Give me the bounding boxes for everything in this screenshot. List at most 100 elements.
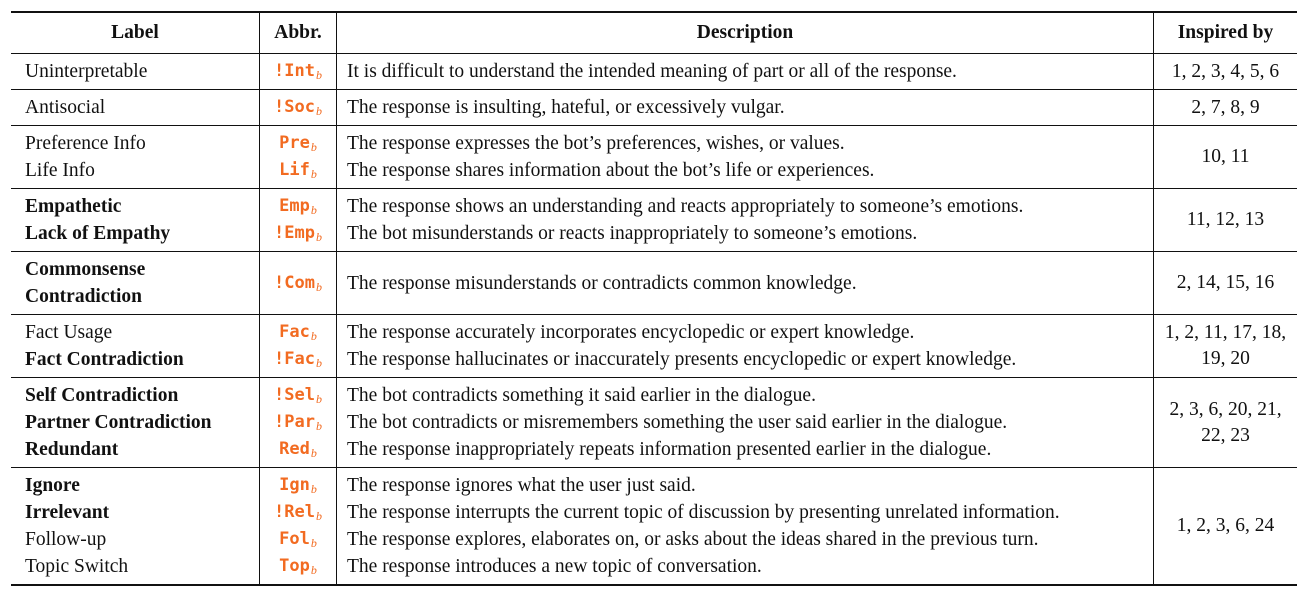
inspired-by-refs: 19, 20	[1201, 348, 1250, 369]
abbr-subscript: b	[315, 230, 322, 244]
abbr-code: !Sel	[274, 385, 315, 405]
row-abbr: !Socb	[260, 94, 336, 121]
abbr-subscript: b	[315, 419, 322, 433]
inspired-by-cell: 10, 11	[1153, 125, 1297, 189]
inspired-by-cell: 2, 14, 15, 16	[1153, 251, 1297, 315]
abbr-code: Lif	[279, 160, 310, 180]
abbr-code: Fac	[279, 322, 310, 342]
row-label: Redundant	[25, 439, 119, 460]
row-abbr: !Facb	[260, 346, 336, 373]
behavior-label-table: Label Abbr. Description Inspired by Unin…	[11, 11, 1297, 586]
table-row: Antisocial !Socb The response is insulting…	[11, 89, 1297, 126]
abbr-subscript: b	[315, 279, 322, 294]
abbr-cell: !Socb	[259, 89, 337, 126]
abbr-code: Top	[279, 556, 310, 576]
row-description: The response explores, elaborates on, or…	[347, 529, 1039, 550]
label-cell: Uninterpretable	[11, 53, 260, 90]
row-label: Empathetic	[25, 196, 122, 217]
row-description: The response interrupts the current topi…	[347, 502, 1060, 523]
abbr-subscript: b	[315, 509, 322, 523]
row-abbr: Facb	[260, 319, 336, 346]
header-label: Label	[11, 11, 260, 54]
row-label: Antisocial	[25, 97, 106, 118]
inspired-by-cell: 2, 7, 8, 9	[1153, 89, 1297, 126]
inspired-by-refs: 22, 23	[1201, 424, 1250, 446]
row-description: The bot contradicts or misremembers some…	[347, 412, 1008, 433]
row-description: The response expresses the bot’s prefere…	[347, 133, 845, 154]
inspired-by-refs: 1, 2, 3, 6, 24	[1176, 515, 1275, 536]
row-abbr: !Parb	[260, 409, 336, 436]
abbr-cell: !Comb	[259, 251, 337, 315]
row-label: Preference Info	[25, 133, 146, 154]
abbr-code: Red	[279, 439, 310, 459]
abbr-subscript: b	[310, 482, 317, 496]
abbr-code: !Emp	[274, 223, 315, 243]
row-label: Irrelevant	[25, 502, 110, 523]
inspired-by-cell: 1, 2, 11, 17, 18,19, 20	[1153, 314, 1297, 378]
row-description: The response inappropriately repeats inf…	[347, 439, 992, 460]
row-label: Follow-up	[25, 529, 107, 550]
row-label: Uninterpretable	[25, 61, 148, 82]
header-inspired-by: Inspired by	[1153, 11, 1297, 54]
abbr-cell: !Intb	[259, 53, 337, 90]
inspired-by-refs: 2, 7, 8, 9	[1191, 96, 1260, 118]
inspired-by-cell: 2, 3, 6, 20, 21,22, 23	[1153, 377, 1297, 468]
abbr-subscript: b	[310, 446, 317, 460]
description-cell: The response accurately incorporates enc…	[336, 314, 1154, 378]
abbr-subscript: b	[315, 68, 322, 82]
row-label: Partner Contradiction	[25, 412, 212, 433]
abbr-subscript: b	[310, 203, 317, 217]
row-label: Fact Usage	[25, 322, 113, 343]
abbr-cell: Empb!Empb	[259, 188, 337, 252]
inspired-by-refs: 10, 11	[1201, 146, 1250, 167]
row-description: The response hallucinates or inaccuratel…	[347, 349, 1017, 370]
inspired-by-refs: 2, 14, 15, 16	[1176, 272, 1275, 293]
row-label: Topic Switch	[25, 556, 129, 577]
row-abbr: !Empb	[260, 220, 336, 247]
description-cell: The response is insulting, hateful, or e…	[336, 89, 1154, 126]
description-cell: It is difficult to understand the intend…	[336, 53, 1154, 90]
inspired-by-cell: 1, 2, 3, 4, 5, 6	[1153, 53, 1297, 90]
row-label: Lack of Empathy	[25, 223, 171, 244]
row-description: The response ignores what the user just …	[347, 475, 696, 496]
row-description: The response accurately incorporates enc…	[347, 322, 915, 343]
abbr-code: !Par	[274, 412, 315, 432]
row-description: It is difficult to understand the intend…	[347, 61, 957, 82]
row-description: The response shows an understanding and …	[347, 196, 1024, 217]
abbr-subscript: b	[315, 392, 322, 406]
abbr-code: Emp	[279, 196, 310, 216]
row-abbr: Redb	[260, 436, 336, 463]
row-abbr: Topb	[260, 553, 336, 580]
row-description: The bot contradicts something it said ea…	[347, 385, 816, 406]
row-description: The response misunderstands or contradic…	[347, 272, 857, 294]
abbr-subscript: b	[310, 536, 317, 550]
row-description: The response is insulting, hateful, or e…	[347, 97, 785, 118]
row-label: Life Info	[25, 160, 95, 181]
row-abbr: Ignb	[260, 472, 336, 499]
abbr-subscript: b	[310, 563, 317, 577]
row-abbr: !Comb	[260, 270, 336, 297]
row-abbr: !Intb	[260, 58, 336, 85]
abbr-code: !Int	[274, 61, 315, 81]
abbr-code: !Fac	[274, 349, 315, 369]
abbr-subscript: b	[310, 140, 317, 154]
row-abbr: Folb	[260, 526, 336, 553]
abbr-subscript: b	[315, 104, 322, 118]
table-header-row: Label Abbr. Description Inspired by	[11, 11, 1297, 54]
abbr-code: !Com	[274, 272, 315, 293]
abbr-code: !Soc	[274, 97, 315, 117]
header-description: Description	[336, 11, 1154, 54]
label-cell: Antisocial	[11, 89, 260, 126]
table-row: Uninterpretable !Intb It is difficult to u…	[11, 53, 1297, 90]
